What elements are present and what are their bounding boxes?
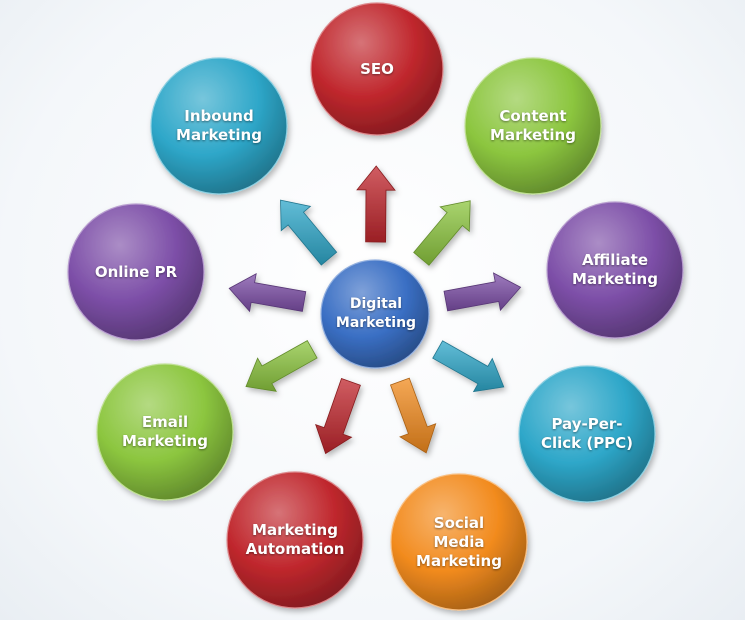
node-circle-pay-per-click [518, 365, 656, 503]
arrow-to-online-pr [228, 273, 307, 313]
arrow-to-marketing-automation [315, 377, 361, 455]
center-circle [320, 259, 430, 369]
arrow-to-social-media-marketing [389, 377, 437, 454]
node-circle-inbound-marketing [150, 57, 288, 195]
arrow-to-inbound-marketing [280, 199, 338, 266]
arrow-to-content-marketing [413, 200, 471, 266]
arrow-to-affiliate-marketing [443, 272, 522, 312]
node-circle-social-media-marketing [390, 473, 528, 611]
arrow-to-email-marketing [245, 340, 318, 392]
arrows-layer [228, 165, 522, 455]
node-circle-email-marketing [96, 363, 234, 501]
arrow-to-seo [356, 165, 396, 243]
node-circle-marketing-automation [226, 471, 364, 609]
node-circle-seo [310, 2, 444, 136]
node-circle-online-pr [67, 203, 205, 341]
arrow-to-pay-per-click [432, 340, 505, 393]
node-circle-content-marketing [464, 57, 602, 195]
nodes-layer [67, 2, 684, 611]
node-circle-affiliate-marketing [546, 201, 684, 339]
